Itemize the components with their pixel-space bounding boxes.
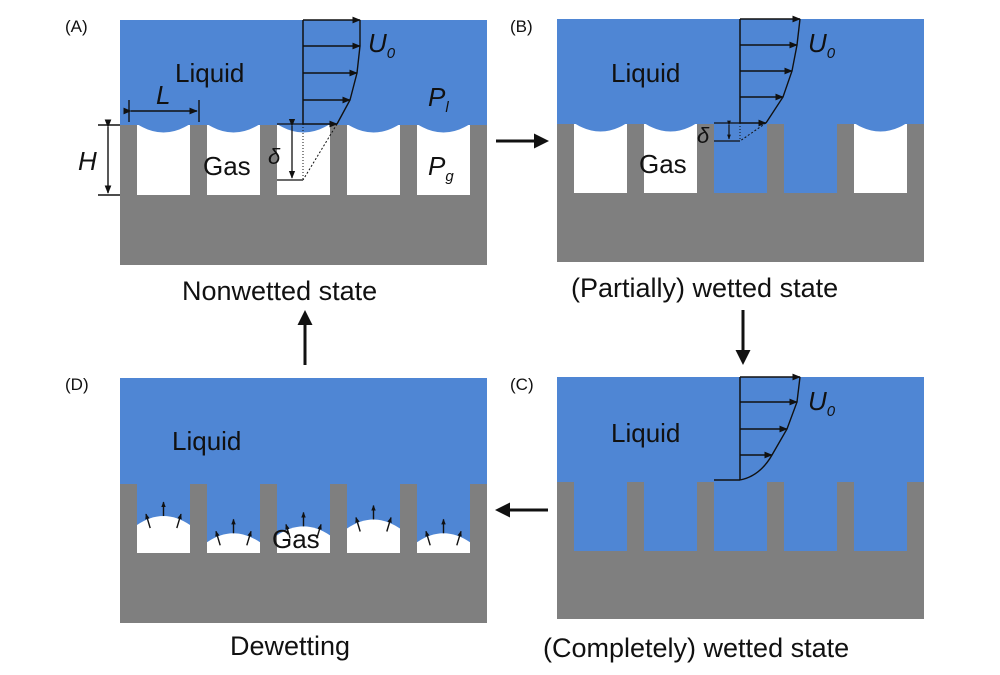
panel-b-geometry: [557, 15, 924, 262]
gas-cavity: [207, 125, 260, 195]
meniscus: [574, 123, 627, 132]
gas-label: Gas: [639, 149, 687, 179]
slip-extrapolation-line: [302, 123, 338, 181]
velocity-profile-curve: [765, 18, 801, 124]
liquid-label: Liquid: [611, 418, 680, 448]
meniscus: [854, 123, 907, 132]
gas-bubble: [347, 519, 400, 553]
gas-cavity: [347, 125, 400, 195]
gas-bubble: [137, 516, 190, 553]
slip-length-label: δ: [268, 144, 281, 169]
gas-cavity: [644, 124, 697, 193]
growth-arrow-icon: [355, 516, 361, 532]
growth-arrow-icon: [176, 513, 182, 529]
gas-cavity: [417, 125, 470, 195]
panel-completely-wetted: (C) Liquid U0 (Completely) wetted state: [510, 373, 924, 663]
panel-a-geometry: [98, 16, 487, 265]
liquid-filled-cavity: [714, 481, 767, 551]
panel-d-geometry: [120, 378, 487, 623]
gas-pressure-label: Pg: [428, 151, 454, 185]
growth-arrow-icon: [456, 530, 462, 546]
velocity-label: U0: [368, 28, 396, 62]
panel-d-caption: Dewetting: [230, 631, 350, 661]
liquid-region: [120, 378, 487, 485]
liquid-filled-cavity: [854, 481, 907, 551]
panel-c-label: (C): [510, 375, 534, 394]
growth-arrow-icon: [425, 530, 431, 546]
meniscus: [644, 123, 697, 132]
growth-arrow-icon: [215, 530, 221, 546]
liquid-label: Liquid: [172, 426, 241, 456]
growth-arrow-icon: [246, 530, 252, 546]
transition-arrows: [297, 133, 751, 518]
slip-length-label: δ: [697, 123, 710, 148]
gas-bubble: [277, 526, 330, 553]
slip-extrapolation-line: [739, 122, 767, 142]
gas-cavity: [854, 124, 907, 193]
gas-bubble: [417, 533, 470, 553]
growth-arrow-icon: [285, 523, 291, 539]
liquid-filled-cavity: [714, 123, 767, 193]
panel-a-label: (A): [65, 17, 88, 36]
meniscus: [137, 124, 190, 133]
height-label: H: [78, 146, 97, 176]
gas-cavity: [574, 124, 627, 193]
velocity-label: U0: [808, 28, 836, 62]
panel-b-caption: (Partially) wetted state: [571, 273, 838, 303]
liquid-label: Liquid: [611, 58, 680, 88]
meniscus: [347, 124, 400, 133]
velocity-profile-curve: [771, 376, 801, 456]
growth-arrow-icon: [386, 516, 392, 532]
growth-arrow-icon: [145, 513, 151, 529]
liquid-filled-cavity: [644, 481, 697, 551]
panel-nonwetted: (A) Liquid Gas U0 Pl Pg L H δ Nonwetted …: [65, 16, 487, 306]
liquid-filled-cavity: [784, 481, 837, 551]
liquid-label: Liquid: [175, 58, 244, 88]
velocity-label: U0: [808, 386, 836, 420]
panel-b-label: (B): [510, 17, 533, 36]
velocity-profile-curve: [336, 20, 361, 125]
gas-label: Gas: [203, 151, 251, 181]
growth-arrow-icon: [316, 523, 322, 539]
liquid-pressure-label: Pl: [428, 82, 449, 116]
meniscus: [207, 124, 260, 133]
panel-d-label: (D): [65, 375, 89, 394]
period-label: L: [156, 80, 170, 110]
gas-bubble: [207, 533, 260, 553]
panel-dewetting: (D) Liquid Gas Dewetting: [65, 375, 487, 661]
liquid-filled-cavity: [574, 481, 627, 551]
liquid-filled-cavity: [784, 123, 837, 193]
panel-a-caption: Nonwetted state: [182, 276, 377, 306]
panel-c-caption: (Completely) wetted state: [543, 633, 849, 663]
gas-label: Gas: [272, 524, 320, 554]
meniscus: [417, 124, 470, 133]
velocity-profile-curve-end: [739, 454, 773, 481]
panel-c-geometry: [557, 373, 924, 619]
panel-partially-wetted: (B) Liquid Gas U0 δ (Partially) wetted s…: [510, 15, 924, 303]
gas-cavity: [137, 125, 190, 195]
